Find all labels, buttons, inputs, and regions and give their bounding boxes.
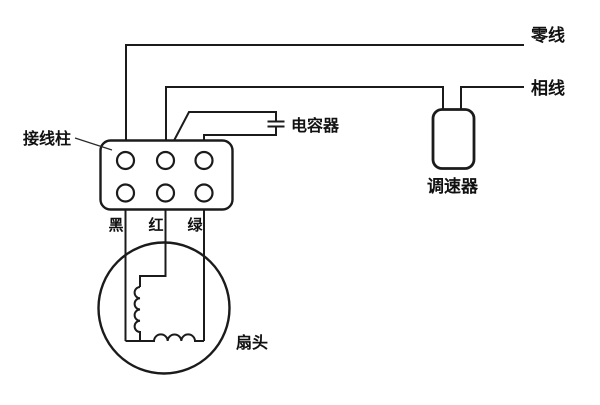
capacitor-label: 电容器 [291,116,340,135]
terminal-bottom-middle [155,183,176,203]
speed-controller-box [431,108,476,170]
neutral-wire-label: 零线 [530,25,565,45]
phase-wire-left-path [165,86,444,152]
fan-head-label: 扇头 [236,333,268,352]
capacitor-top-wire [167,111,277,153]
fan-head-circle [97,241,231,375]
phase-wire-label: 相线 [531,78,565,98]
wire-green-label: 绿 [187,216,203,234]
wire-red-label: 红 [148,216,163,234]
terminal-bottom-left [115,183,136,203]
neutral-wire-path [125,44,524,152]
terminal-top-left [115,150,136,171]
terminal-block-label: 接线柱 [23,129,71,148]
wire-black-label: 黑 [108,217,123,234]
main-winding-coil [125,333,204,342]
terminal-top-middle [155,150,176,171]
terminal-bottom-right [194,183,214,203]
speed-controller-label: 调速器 [427,176,479,196]
terminal-block-leader-line [74,137,113,151]
phase-wire-right-path [460,86,524,109]
red-wire-path [139,201,167,287]
starter-winding-coil [133,286,141,341]
terminal-top-right [194,150,214,171]
